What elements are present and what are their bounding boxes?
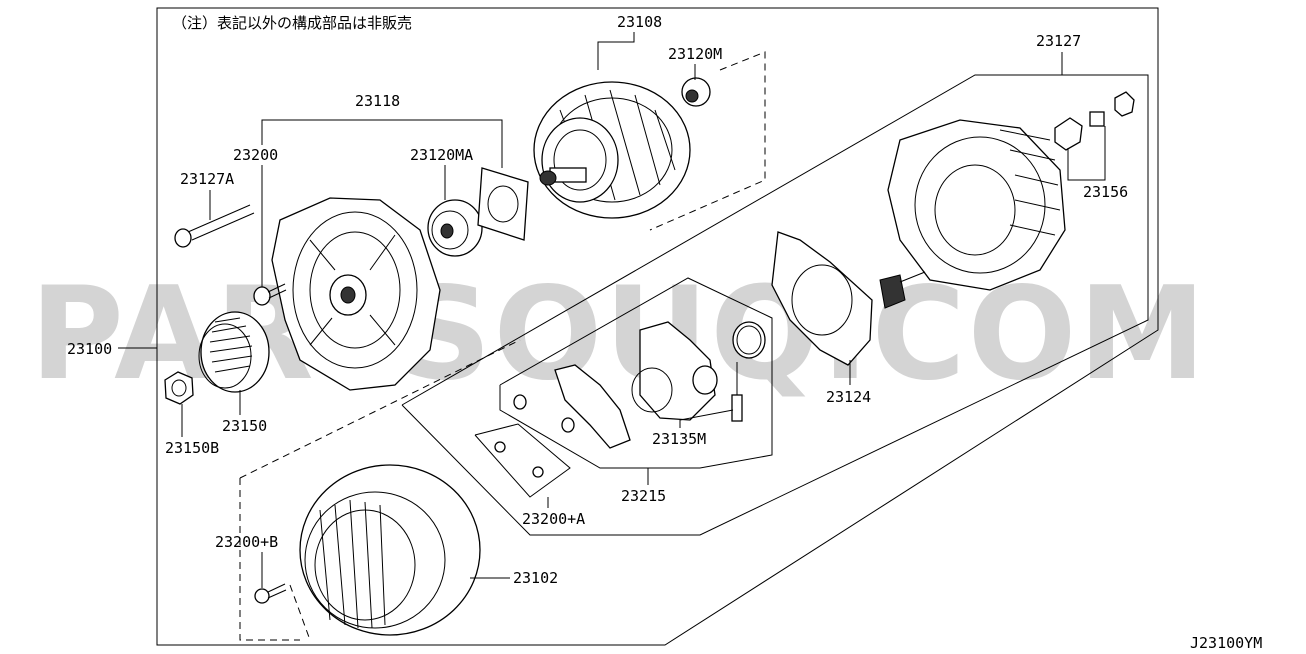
pulley[interactable] [198,311,270,393]
screws-23200-a[interactable] [474,394,575,498]
label-23108: 23108 [617,13,662,31]
regulator[interactable] [631,321,718,421]
rotor-dash-box [649,51,766,231]
label-23118: 23118 [355,92,400,110]
label-23215: 23215 [621,487,666,505]
screw-23200[interactable] [253,283,287,306]
screw-23200-b[interactable] [254,583,287,604]
note-text: （注）表記以外の構成部品は非販売 [172,14,412,32]
label-23156: 23156 [1083,183,1128,201]
retainer-plate[interactable] [477,167,529,241]
label-23127: 23127 [1036,32,1081,50]
terminal-bolt[interactable] [1054,91,1135,151]
rear-housing[interactable] [887,119,1066,291]
label-23150B: 23150B [165,439,219,457]
rotor-assembly[interactable] [533,81,691,219]
cover-plate[interactable] [554,364,631,449]
stator[interactable] [299,464,481,636]
rectifier[interactable] [771,231,926,366]
drawing-code: J23100YM [1190,634,1262,652]
label-23200: 23200 [233,146,278,164]
label-23150: 23150 [222,417,267,435]
label-23102: 23102 [513,569,558,587]
assembly-dash-line [239,478,300,641]
slip-ring[interactable] [681,77,711,107]
pulley-nut[interactable] [164,371,194,405]
main-frame [156,7,1159,646]
label-23127A: 23127A [180,170,234,188]
o-ring[interactable] [732,321,766,359]
label-23100: 23100 [67,340,112,358]
label-23120M: 23120M [668,45,722,63]
label-23124: 23124 [826,388,871,406]
rear-group-box [401,74,1149,536]
front-housing[interactable] [271,197,441,391]
label-23120MA: 23120MA [410,146,473,164]
label-23200-b: 23200+B [215,533,278,551]
label-23200-a: 23200+A [522,510,585,528]
brush[interactable] [731,362,743,422]
regulator-box [499,277,773,469]
bearing[interactable] [427,199,483,257]
through-bolt[interactable] [174,204,255,248]
label-23135M: 23135M [652,430,706,448]
